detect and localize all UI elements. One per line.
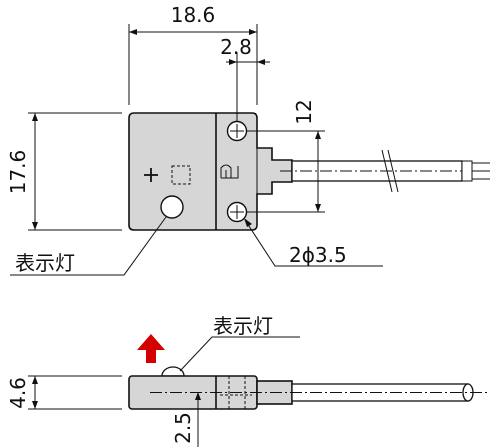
arrowhead bbox=[249, 29, 257, 35]
dim-pitch-label: 12 bbox=[292, 99, 316, 124]
hole-leader bbox=[244, 219, 383, 267]
cable-end bbox=[461, 160, 473, 182]
dim-holes-label: 2ϕ3.5 bbox=[289, 243, 347, 267]
dim-width-label: 18.6 bbox=[171, 3, 216, 27]
arrowhead bbox=[129, 29, 137, 35]
indicator-leader bbox=[10, 216, 167, 276]
indicator-label-top: 表示灯 bbox=[15, 251, 75, 275]
cable-entry-symbol bbox=[220, 164, 239, 179]
cable-break-mark bbox=[387, 149, 399, 193]
top-view: 18.6 2.8 12 17.6 2ϕ3.5 表示灯 bbox=[6, 3, 490, 276]
cable-break-mark bbox=[381, 149, 393, 193]
arrowhead bbox=[32, 401, 38, 409]
indicator-leader-side bbox=[179, 336, 300, 372]
arrowhead bbox=[257, 59, 265, 65]
arrowhead bbox=[32, 113, 38, 121]
indicator-label-side: 表示灯 bbox=[213, 314, 273, 338]
arrowhead bbox=[32, 376, 38, 384]
indicator-bump bbox=[161, 366, 185, 377]
side-view: 4.6 2.5 表示灯 bbox=[6, 314, 490, 447]
dim-offset-label: 2.8 bbox=[220, 35, 252, 59]
dim-thickness-label: 4.6 bbox=[6, 377, 30, 409]
dim-led-height-label: 2.5 bbox=[171, 412, 195, 444]
dim-height-label: 17.6 bbox=[6, 150, 30, 195]
arrowhead bbox=[315, 131, 321, 139]
indicator-light bbox=[160, 195, 184, 219]
arrowhead bbox=[244, 218, 252, 227]
arrowhead bbox=[32, 222, 38, 230]
arrowhead bbox=[229, 59, 237, 65]
up-arrow-icon bbox=[137, 334, 165, 363]
sensing-area-marker bbox=[171, 165, 191, 185]
arrowhead bbox=[315, 204, 321, 212]
arrowhead bbox=[195, 392, 201, 400]
